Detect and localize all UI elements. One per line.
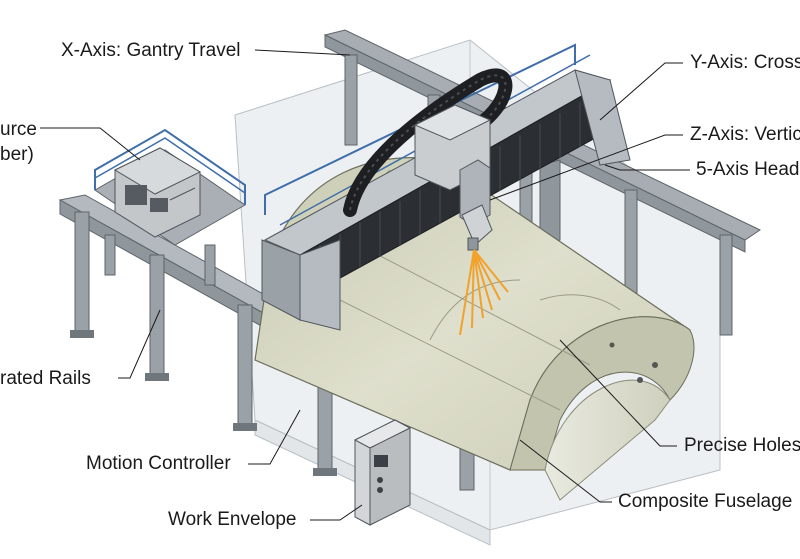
laser-source-platform xyxy=(94,128,246,286)
label-motion-controller: Motion Controller xyxy=(86,453,231,474)
cable-carrier xyxy=(343,68,513,217)
label-z-axis: Z-Axis: Vertic xyxy=(690,124,800,145)
label-composite-fuselage: Composite Fuselage xyxy=(618,491,793,512)
head-assembly xyxy=(413,104,493,251)
motion-controller-cabinet xyxy=(353,419,412,526)
label-source-line1: urce xyxy=(0,119,37,140)
label-source-line2: ber) xyxy=(0,144,34,165)
label-5-axis-head: 5-Axis Head xyxy=(696,159,800,180)
laser-beams xyxy=(459,249,509,336)
label-x-axis: X-Axis: Gantry Travel xyxy=(61,40,241,61)
label-y-axis: Y-Axis: Cross xyxy=(690,52,800,73)
leader-lines xyxy=(40,49,690,521)
label-work-envelope: Work Envelope xyxy=(168,509,297,530)
label-precise-holes: Precise Holes xyxy=(684,435,800,456)
label-rails: rated Rails xyxy=(0,368,91,389)
